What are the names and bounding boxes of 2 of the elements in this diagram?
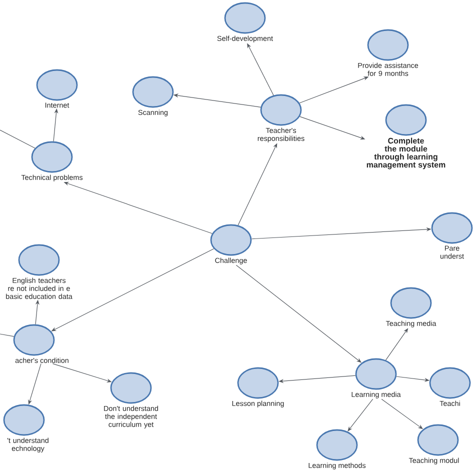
node-label: Complete the module through learning management system: [366, 138, 446, 170]
arrow: [348, 398, 374, 432]
